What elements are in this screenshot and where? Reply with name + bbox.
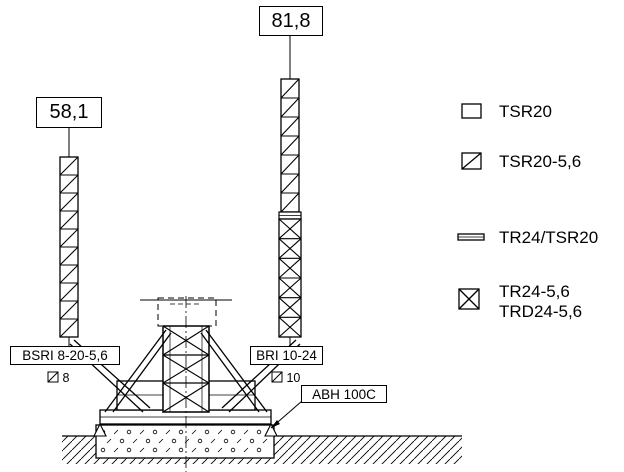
right-mast-lower-section-diagonal (278, 297, 302, 318)
concrete-aggregate (256, 429, 262, 435)
concrete-aggregate (132, 438, 138, 444)
left-mast-section-diagonal (59, 192, 79, 212)
right-mast-upper-section-diagonal (280, 116, 300, 137)
central-tower (157, 297, 217, 413)
concrete-aggregate (126, 447, 132, 453)
concrete-aggregate (230, 429, 236, 435)
legend-symbol-tsr20 (461, 103, 482, 119)
diameter-icon (47, 371, 59, 383)
left-mast-section-diagonal (59, 174, 79, 194)
legend-symbols (457, 103, 485, 310)
legend-label-trd24-56: TRD24-5,6 (499, 302, 583, 321)
foundation (95, 424, 275, 459)
diameter-icon (271, 371, 283, 383)
concrete-aggregate (210, 438, 216, 444)
right-mast-lower-section-diagonal (278, 238, 302, 259)
right-mast-upper-section-diagonal (280, 154, 300, 175)
concrete-aggregate (217, 447, 223, 453)
concrete-aggregate (119, 438, 125, 444)
base-frame (93, 380, 278, 437)
concrete-aggregate (243, 429, 249, 435)
concrete-aggregate (126, 429, 132, 435)
legend-label-tsr20: TSR20 (499, 102, 552, 121)
right-mast-upper-section-diagonal (280, 135, 300, 156)
left-tie-diameter: 8 (47, 370, 69, 385)
concrete-aggregate (230, 447, 236, 453)
concrete-aggregate (139, 447, 145, 453)
concrete-aggregate (191, 447, 197, 453)
base-label: ABH 100C (301, 385, 387, 403)
right-mast-lower-section-diagonal (278, 277, 302, 299)
concrete-aggregate (197, 438, 203, 444)
left-mast-section-diagonal (59, 246, 79, 266)
concrete-aggregate (145, 438, 151, 444)
concrete-aggregate (256, 447, 262, 453)
left-mast-section-diagonal (59, 318, 79, 338)
legend-symbol-tsr20-56 (461, 152, 482, 170)
mast-right (278, 78, 302, 346)
left-mast-section-diagonal (59, 264, 79, 284)
mast-left (59, 156, 79, 346)
right-mast-lower-section-diagonal (278, 316, 302, 338)
left-mast-section-diagonal (59, 228, 79, 248)
left-mast-section-diagonal (59, 156, 79, 176)
left-mast-height-label: 58,1 (36, 97, 102, 128)
concrete-aggregate (191, 429, 197, 435)
concrete-aggregate (100, 447, 106, 453)
left-mast-section-diagonal (59, 300, 79, 320)
legend-symbol-tr24-56 (458, 288, 480, 310)
concrete-aggregate (165, 447, 171, 453)
legend-symbol-tr24-tsr20 (457, 233, 485, 241)
concrete-aggregate (152, 447, 158, 453)
left-mast-section-diagonal (59, 210, 79, 230)
right-mast-upper-section-diagonal (280, 173, 300, 194)
concrete-aggregate (113, 447, 119, 453)
left-tie-label: BSRI 8-20-5,6 (10, 346, 120, 365)
concrete-aggregate (171, 438, 177, 444)
concrete-aggregate (204, 447, 210, 453)
right-mast-lower-section-diagonal (278, 257, 302, 279)
right-mast-height-label: 81,8 (259, 6, 323, 36)
right-tie-diameter: 10 (271, 370, 300, 385)
right-mast-lower-section-diagonal (278, 218, 302, 240)
concrete-aggregate (106, 438, 112, 444)
concrete-aggregate (262, 438, 268, 444)
concrete-aggregate (236, 438, 242, 444)
right-tie-label: BRI 10-24 (250, 346, 323, 365)
concrete-aggregate (204, 429, 210, 435)
concrete-aggregate (178, 429, 184, 435)
right-mast-upper-section-diagonal (280, 192, 300, 213)
concrete-aggregate (249, 438, 255, 444)
legend-label-tr24-56: TR24-5,6 (499, 282, 570, 301)
concrete-aggregate (243, 447, 249, 453)
left-mast-section-diagonal (59, 282, 79, 302)
right-mast-upper-section-diagonal (280, 97, 300, 118)
concrete-aggregate (139, 429, 145, 435)
right-tie-diameter-value: 10 (286, 371, 301, 385)
concrete-aggregate (165, 429, 171, 435)
left-tie-diameter-value: 8 (62, 371, 70, 385)
concrete-aggregate (152, 429, 158, 435)
concrete-aggregate (113, 429, 119, 435)
concrete-aggregate (217, 429, 223, 435)
legend-label-tr24-tsr20: TR24/TSR20 (499, 228, 599, 247)
concrete-aggregate (158, 438, 164, 444)
right-mast-upper-section-diagonal (280, 78, 300, 99)
concrete-aggregate (178, 447, 184, 453)
legend-label-tsr20-56: TSR20-5,6 (499, 152, 582, 171)
concrete-aggregate (223, 438, 229, 444)
